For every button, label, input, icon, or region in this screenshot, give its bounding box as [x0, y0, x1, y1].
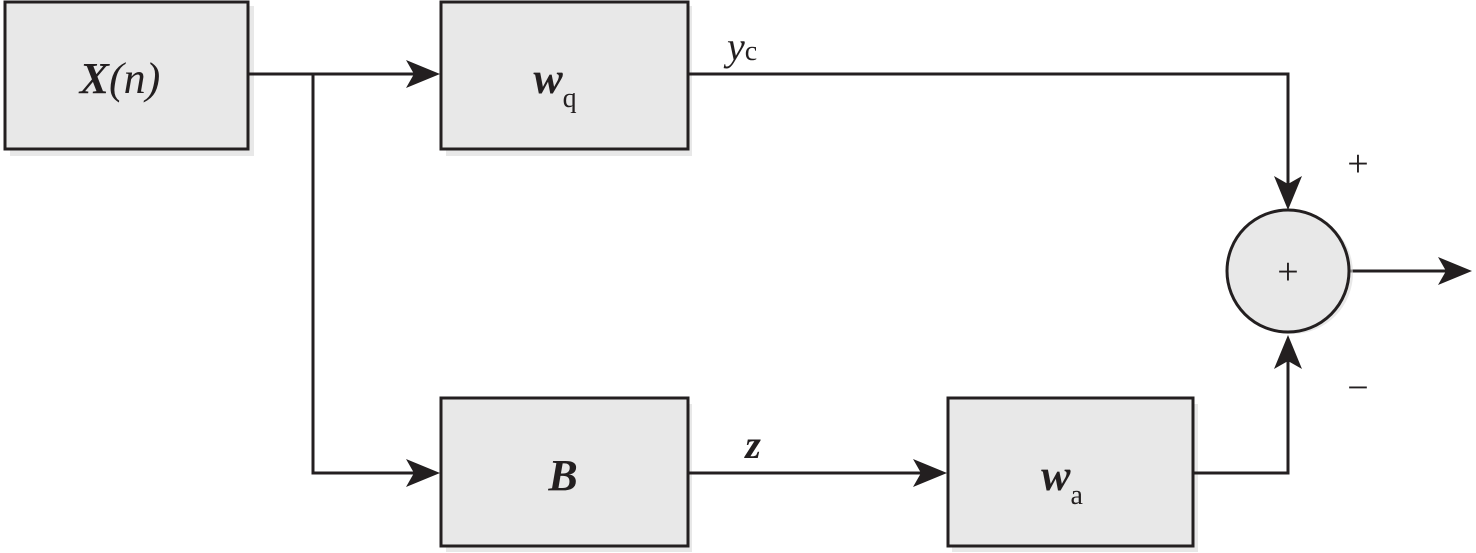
input-block-label: X(n): [78, 54, 161, 103]
arrowhead-output: [1438, 257, 1472, 285]
arrowhead-wa-input: [913, 459, 947, 487]
b-block: B: [439, 396, 690, 548]
arrowhead-summer-top: [1274, 176, 1302, 210]
wq-block-label: wq: [533, 54, 576, 114]
sign-minus-bottom: −: [1347, 367, 1368, 409]
arrowhead-wq-input: [406, 60, 440, 88]
b-block-label: B: [547, 451, 577, 500]
sign-plus-top: +: [1347, 143, 1368, 185]
wa-block: wa: [946, 396, 1195, 548]
input-block-rect: [3, 0, 250, 151]
wire-wq-to-summer: [688, 72, 1290, 195]
summer-circle: [1225, 208, 1351, 334]
arrowhead-b-input: [406, 459, 440, 487]
wa-block-rect: [946, 396, 1195, 548]
wq-block-rect: [439, 0, 690, 151]
signal-label-z: z: [743, 422, 761, 467]
yc-symbol: y: [723, 24, 745, 69]
wa-symbol: w: [1041, 451, 1071, 500]
wq-subscript: q: [563, 83, 577, 114]
input-argument: (n): [109, 54, 160, 103]
input-symbol: X: [78, 54, 111, 103]
signal-label-yc: yc: [723, 24, 757, 69]
wire-wa-to-summer: [1193, 350, 1290, 475]
wq-block: wq: [439, 0, 690, 151]
wa-block-label: wa: [1041, 451, 1083, 511]
yc-subscript: c: [745, 36, 757, 67]
summing-junction: +: [1225, 208, 1353, 334]
summer-plus-symbol: +: [1277, 251, 1298, 293]
input-block: X(n): [3, 0, 250, 151]
arrowhead-summer-bottom: [1274, 335, 1302, 369]
wire-input-to-b: [311, 74, 425, 475]
wa-subscript: a: [1070, 480, 1083, 511]
wq-symbol: w: [533, 54, 563, 103]
